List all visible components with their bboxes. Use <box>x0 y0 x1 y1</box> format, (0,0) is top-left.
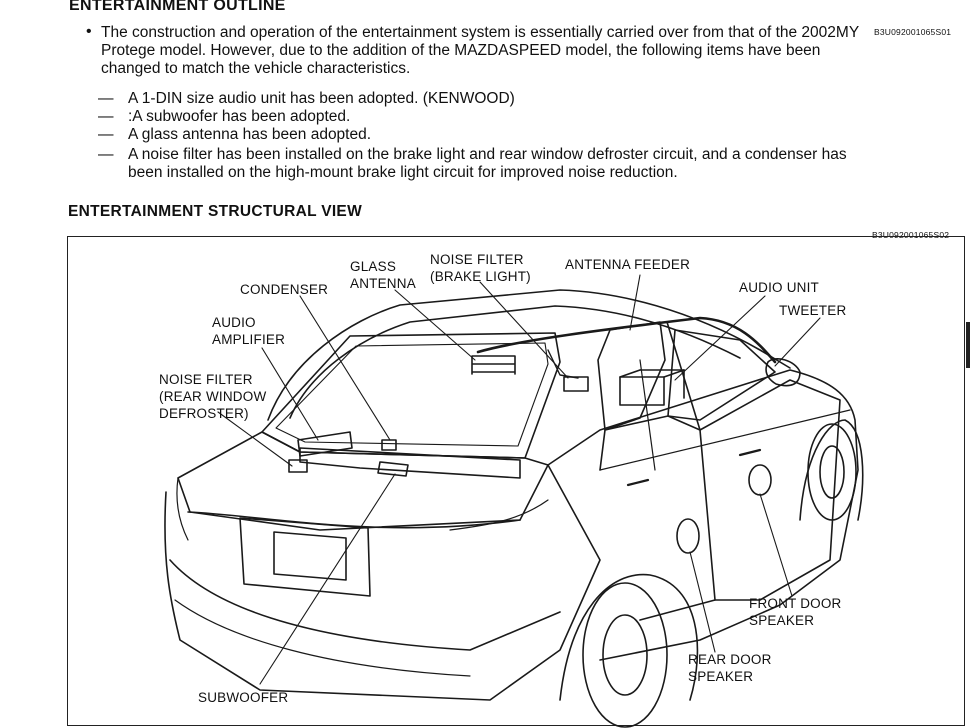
label-noise-filter-brake-light: NOISE FILTER (BRAKE LIGHT) <box>430 251 531 285</box>
paragraph-line: Protege model. However, due to the addit… <box>101 42 821 59</box>
outline-ref-code: B3U092001065S01 <box>874 27 952 37</box>
label-line: AMPLIFIER <box>212 332 286 347</box>
glass-antenna-grid <box>471 355 516 375</box>
list-item-text: A glass antenna has been adopted. <box>128 126 372 143</box>
label-antenna-feeder: ANTENNA FEEDER <box>565 256 690 273</box>
list-item-text: A noise filter has been installed on the… <box>128 146 847 163</box>
label-line: DEFROSTER) <box>159 406 249 421</box>
diagram-frame <box>67 236 965 726</box>
rear-body <box>164 464 601 701</box>
list-item: — A noise filter has been installed on th… <box>98 146 847 182</box>
rear-window-inner <box>275 342 549 447</box>
side-window-rear <box>597 321 666 431</box>
subwoofer-box <box>377 461 409 477</box>
structural-view-heading: ENTERTAINMENT STRUCTURAL VIEW <box>68 203 363 220</box>
list-item-text: been installed on the high-mount brake l… <box>128 164 678 181</box>
audio-unit-box <box>619 376 665 406</box>
label-subwoofer: SUBWOOFER <box>198 689 288 706</box>
label-audio-unit: AUDIO UNIT <box>739 279 819 296</box>
trunk-edge <box>187 511 521 529</box>
label-condenser: CONDENSER <box>240 281 328 298</box>
rear-wheel <box>582 582 668 728</box>
antenna-feeder-cable <box>476 316 777 364</box>
dash-marker: — <box>98 146 114 163</box>
paragraph-line: The construction and operation of the en… <box>101 24 860 41</box>
rear-door-speaker <box>676 518 700 554</box>
label-line: (REAR WINDOW <box>159 389 267 404</box>
dash-marker: — <box>98 126 114 143</box>
list-item-text: A 1-DIN size audio unit has been adopted… <box>128 90 515 107</box>
page-edge-mark <box>966 322 970 368</box>
label-rear-door-speaker: REAR DOOR SPEAKER <box>688 651 772 685</box>
paragraph-line: changed to match the vehicle characteris… <box>101 60 411 77</box>
label-line: GLASS <box>350 259 397 274</box>
high-mount-brake-light <box>299 447 521 479</box>
dash-marker: — <box>98 108 114 125</box>
bullet-icon: • <box>86 23 92 40</box>
label-glass-antenna: GLASS ANTENNA <box>350 258 416 292</box>
label-line: SPEAKER <box>688 669 754 684</box>
label-line: FRONT DOOR <box>749 596 842 611</box>
label-line: AUDIO UNIT <box>739 280 820 295</box>
label-audio-amplifier: AUDIO AMPLIFIER <box>212 314 285 348</box>
plate-recess <box>239 517 371 597</box>
label-noise-filter-rear-window: NOISE FILTER (REAR WINDOW DEFROSTER) <box>159 371 266 422</box>
label-line: TWEETER <box>779 303 847 318</box>
label-line: AUDIO <box>212 315 256 330</box>
label-line: NOISE FILTER <box>159 372 253 387</box>
condenser-box <box>381 439 397 451</box>
rear-wheel-arch <box>559 573 699 701</box>
front-wheel-arch <box>799 419 864 521</box>
label-line: REAR DOOR <box>688 652 772 667</box>
front-door-speaker <box>748 464 772 496</box>
label-line: (BRAKE LIGHT) <box>430 269 531 284</box>
front-wheel <box>807 423 857 521</box>
structural-view-ref-code: B3U092001065S02 <box>872 230 950 240</box>
list-item: — A 1-DIN size audio unit has been adopte… <box>98 90 515 108</box>
license-plate <box>273 531 347 581</box>
label-line: SPEAKER <box>749 613 815 628</box>
label-line: ANTENNA <box>350 276 416 291</box>
label-line: CONDENSER <box>240 282 329 297</box>
label-line: ANTENNA FEEDER <box>565 257 691 272</box>
dash-marker: — <box>98 90 114 107</box>
bumper <box>169 559 561 651</box>
car-roof-outline <box>267 289 791 421</box>
label-tweeter: TWEETER <box>779 302 846 319</box>
label-front-door-speaker: FRONT DOOR SPEAKER <box>749 595 842 629</box>
brake-noise-filter-box <box>563 376 589 392</box>
list-item-text: :A subwoofer has been adopted. <box>128 108 351 125</box>
outline-paragraph: The construction and operation of the en… <box>101 24 970 78</box>
list-item: — :A subwoofer has been adopted. <box>98 108 350 126</box>
rear-noise-filter-box <box>288 459 308 473</box>
side-mirror <box>765 358 801 387</box>
label-line: SUBWOOFER <box>198 690 289 705</box>
list-item: — A glass antenna has been adopted. <box>98 126 371 144</box>
front-door <box>699 379 841 601</box>
outline-heading: ENTERTAINMENT OUTLINE <box>69 0 286 14</box>
label-line: NOISE FILTER <box>430 252 524 267</box>
side-window-front <box>667 329 776 421</box>
side-body <box>547 369 859 661</box>
